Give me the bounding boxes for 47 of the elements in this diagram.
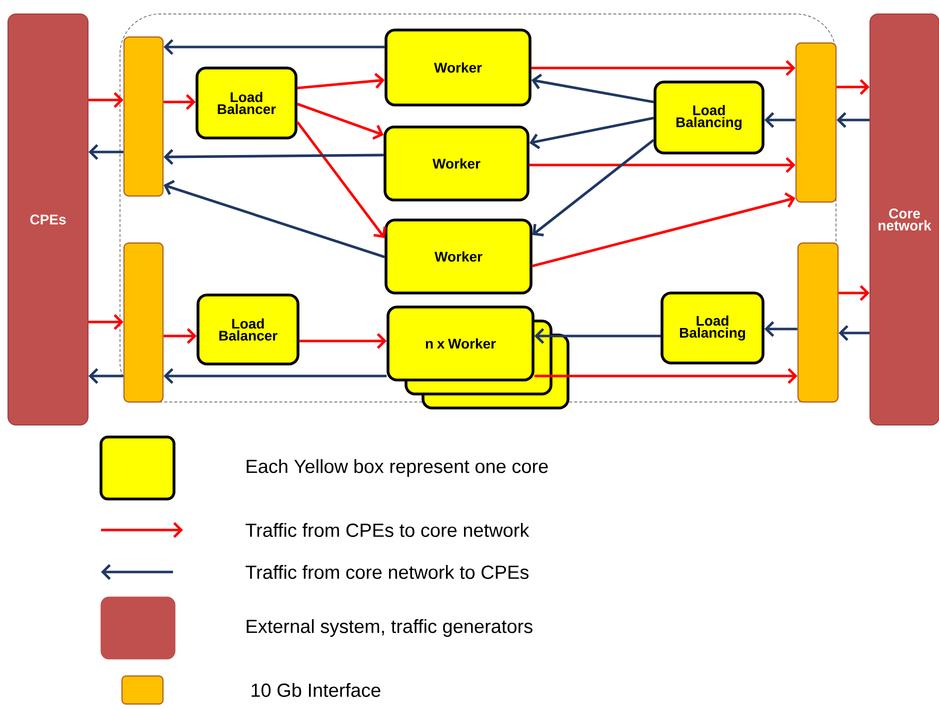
arrow (838, 285, 870, 301)
legend-text: Traffic from core network to CPEs (246, 565, 528, 579)
arrow (297, 72, 385, 90)
arrow (88, 144, 124, 160)
core-box: Load Balancer (196, 66, 298, 140)
arrow (88, 92, 124, 108)
core-box: Worker (384, 218, 532, 294)
arrow (532, 192, 796, 268)
arrow (764, 112, 796, 128)
interface-bar (123, 36, 164, 197)
arrow (164, 149, 384, 165)
arrow (164, 180, 385, 258)
core-box: Worker (384, 126, 530, 202)
stacked-worker-box: n x Worker (386, 306, 570, 410)
arrow (164, 328, 197, 344)
arrow (532, 138, 654, 236)
arrow (764, 321, 798, 337)
arrow (529, 157, 796, 173)
legend-text: Traffic from CPEs to core network (246, 523, 530, 537)
arrow (529, 116, 654, 150)
arrow (299, 333, 387, 349)
core-box: Load Balancing (654, 80, 764, 154)
interface-bar (123, 242, 164, 403)
legend-text: 10 Gb Interface (252, 683, 380, 697)
arrow (531, 74, 654, 104)
system-box: CPEs (8, 14, 88, 426)
core-box: Load Balancer (196, 294, 300, 366)
legend-text: External system, traffic generators (246, 619, 532, 637)
interface-bar (797, 242, 839, 403)
arrow (534, 328, 661, 344)
arrow (164, 368, 387, 384)
legend-text: Each Yellow box represent one core (246, 459, 548, 477)
core-box: Load Balancing (660, 292, 764, 364)
arrow (296, 121, 386, 238)
interface-bar (795, 42, 837, 203)
arrow (88, 314, 124, 330)
arrow (836, 79, 870, 95)
arrow (838, 325, 870, 341)
system-box: Core network (870, 14, 939, 426)
arrow (164, 39, 385, 55)
arrow (534, 368, 798, 384)
arrow (88, 368, 124, 384)
arrow (164, 94, 196, 110)
arrow (296, 102, 384, 140)
arrow (836, 112, 870, 128)
arrow (531, 60, 796, 76)
core-box: Worker (384, 28, 532, 106)
